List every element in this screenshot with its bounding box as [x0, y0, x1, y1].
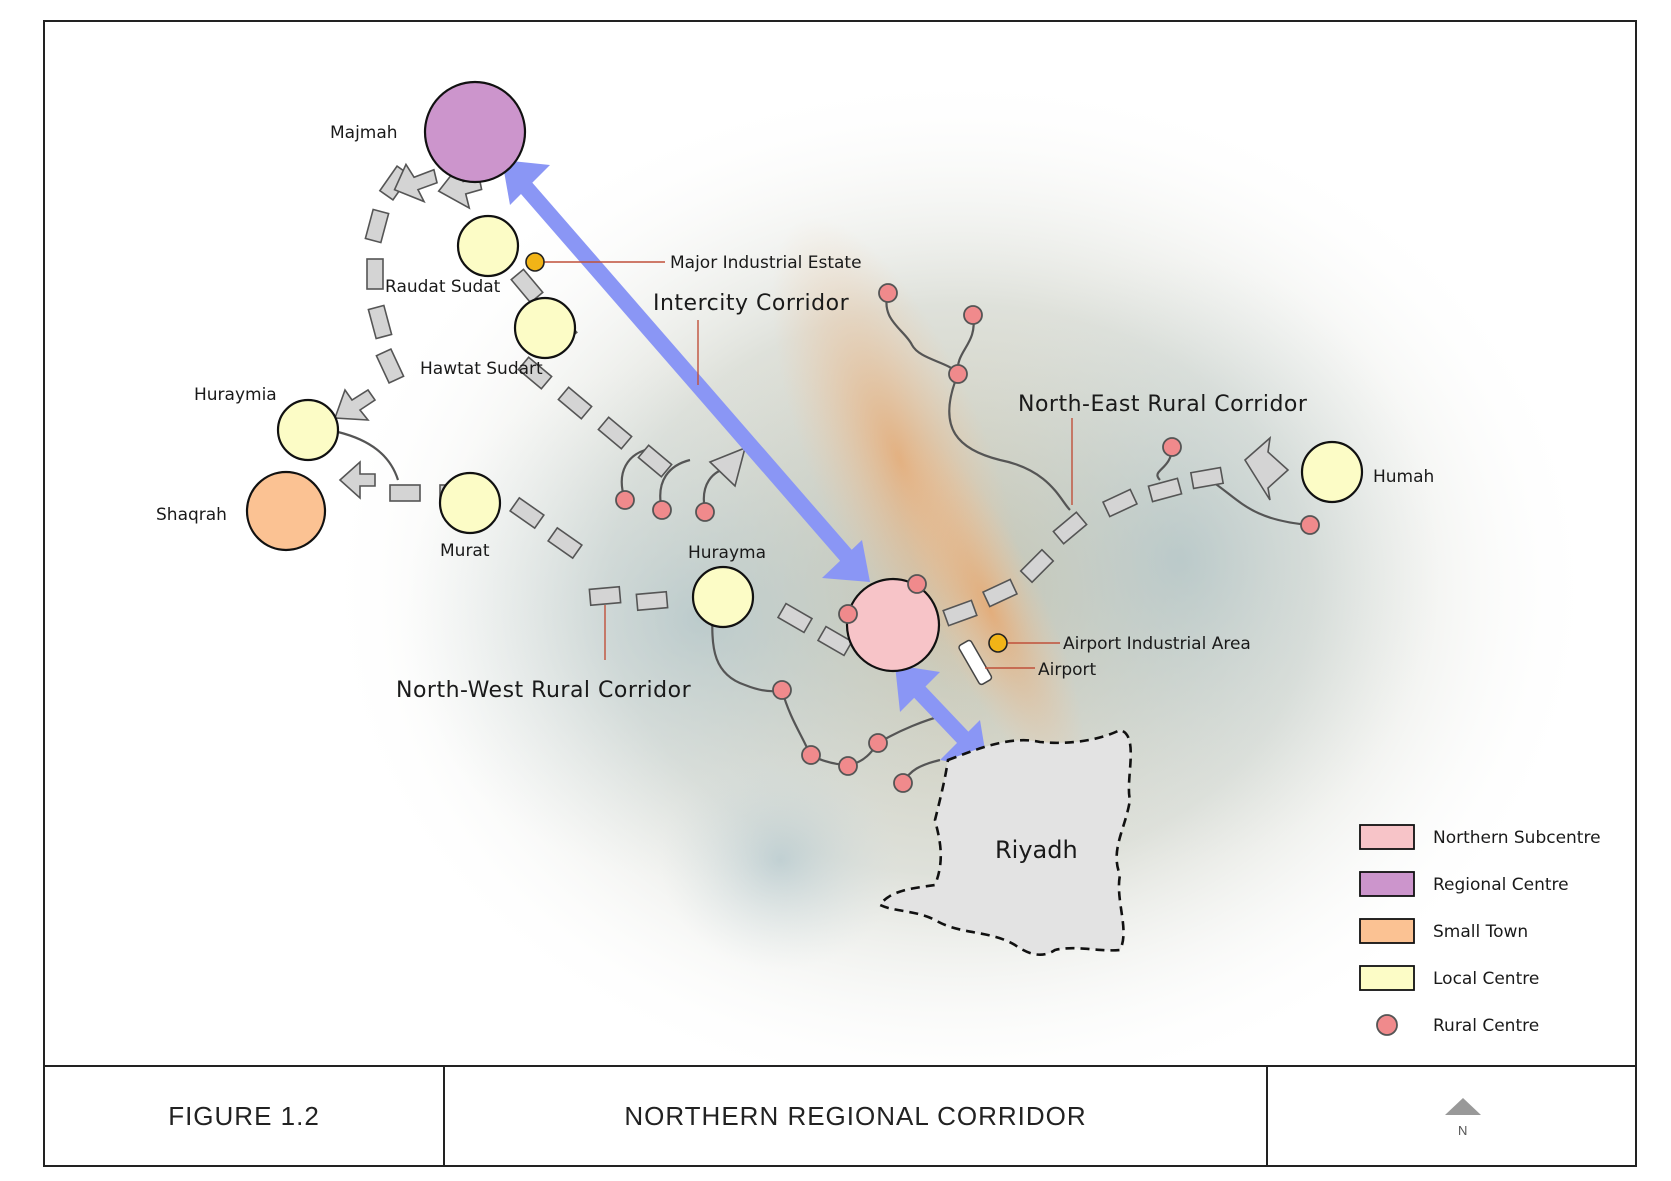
- label-murat: Murat: [440, 541, 490, 561]
- rural-centre: [1300, 515, 1320, 535]
- northern-subcentre: [845, 577, 941, 673]
- north-label: N: [1458, 1123, 1468, 1138]
- rural-centre: [878, 283, 898, 303]
- legend-label: Local Centre: [1433, 969, 1539, 989]
- label-majmah: Majmah: [330, 123, 398, 143]
- label-humah: Humah: [1373, 467, 1434, 487]
- title-block: FIGURE 1.2 NORTHERN REGIONAL CORRIDOR N: [43, 1065, 1637, 1167]
- north-arrow-icon: N: [1445, 1098, 1481, 1138]
- label-north-west-rural-corridor: North-West Rural Corridor: [396, 678, 692, 703]
- legend-label: Small Town: [1433, 922, 1528, 942]
- label-hawtat-sudart: Hawtat Sudart: [420, 359, 543, 379]
- figure-number: FIGURE 1.2: [45, 1067, 445, 1165]
- rural-centre: [868, 733, 888, 753]
- annotation-leaders: [543, 261, 1073, 669]
- rural-centre: [963, 305, 983, 325]
- raudat-sudat-local-centre: [456, 214, 520, 278]
- legend-swatch-northern-subcentre: [1359, 824, 1415, 850]
- rural-centre: [1162, 437, 1182, 457]
- label-huraymia: Huraymia: [194, 385, 277, 405]
- rural-centres: [615, 283, 1320, 793]
- northeast-rural-corridor: [942, 435, 1290, 627]
- major-industrial-estate-marker: [525, 252, 545, 272]
- label-shaqrah: Shaqrah: [156, 505, 227, 525]
- label-major-industrial-estate: Major Industrial Estate: [670, 253, 862, 273]
- rural-centre: [695, 502, 715, 522]
- humah-local-centre: [1300, 440, 1364, 504]
- north-arrow-cell: N: [1268, 1067, 1635, 1165]
- figure-title: NORTHERN REGIONAL CORRIDOR: [445, 1067, 1268, 1165]
- hawtat-sudart-local-centre: [513, 296, 577, 360]
- rural-centre: [907, 574, 927, 594]
- airport-marker: [958, 639, 993, 686]
- legend-label: Rural Centre: [1433, 1016, 1539, 1036]
- murat-local-centre: [438, 471, 502, 535]
- rural-centre: [838, 604, 858, 624]
- rural-centre: [948, 364, 968, 384]
- legend-swatch-small-town: [1359, 918, 1415, 944]
- legend-label: Regional Centre: [1433, 875, 1569, 895]
- rural-centre: [652, 500, 672, 520]
- rural-centre: [772, 680, 792, 700]
- majmah-regional-centre: [423, 80, 527, 184]
- label-airport: Airport: [1038, 660, 1097, 680]
- label-airport-industrial-area: Airport Industrial Area: [1063, 634, 1251, 654]
- legend: Northern Subcentre Regional Centre Small…: [1359, 824, 1601, 1036]
- hurayma-local-centre: [691, 565, 755, 629]
- label-north-east-rural-corridor: North-East Rural Corridor: [1018, 392, 1308, 417]
- rural-centre: [615, 490, 635, 510]
- label-raudat-sudat: Raudat Sudat: [385, 277, 501, 297]
- legend-swatch-local-centre: [1359, 965, 1415, 991]
- legend-label: Northern Subcentre: [1433, 828, 1601, 848]
- label-riyadh: Riyadh: [995, 836, 1078, 864]
- intercity-corridor-arrow: [502, 160, 988, 768]
- label-intercity-corridor: Intercity Corridor: [653, 291, 850, 316]
- terrain-background: [320, 70, 1600, 1110]
- legend-swatch-regional-centre: [1359, 871, 1415, 897]
- riyadh-urban-area: [878, 728, 1133, 956]
- shaqrah-small-town: [245, 470, 327, 552]
- label-hurayma: Hurayma: [688, 543, 766, 563]
- rural-centre: [801, 745, 821, 765]
- legend-swatch-rural-centre: [1376, 1014, 1398, 1036]
- rural-centre: [893, 773, 913, 793]
- rural-centre: [838, 756, 858, 776]
- airport-industrial-marker: [988, 633, 1008, 653]
- huraymia-local-centre: [276, 398, 340, 462]
